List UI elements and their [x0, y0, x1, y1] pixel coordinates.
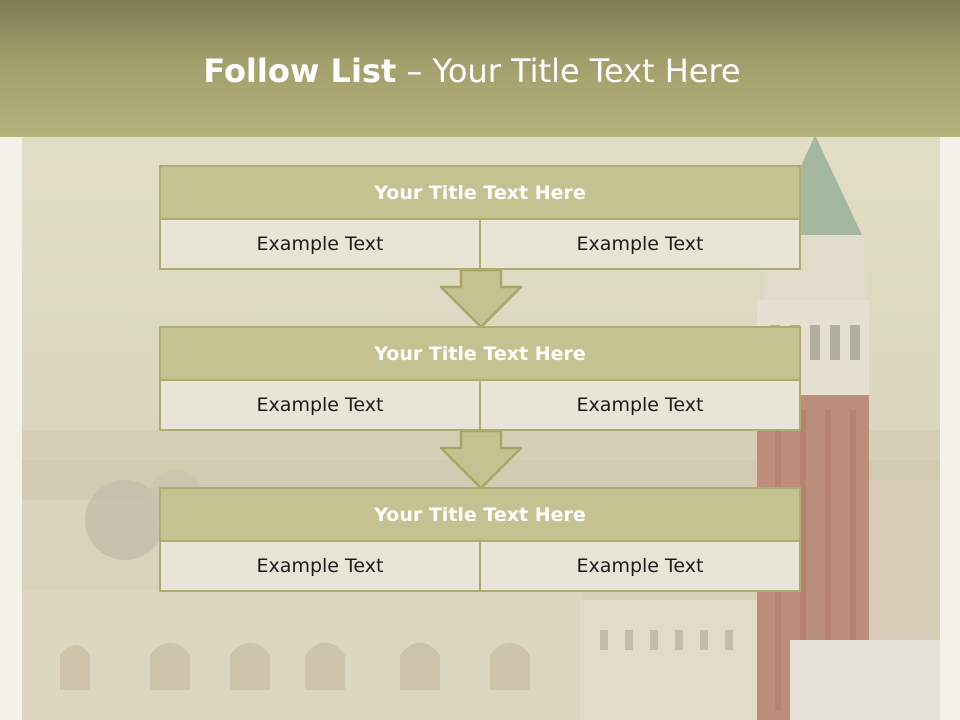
example-text-right[interactable]: Example Text	[481, 220, 801, 270]
title-rest-text: – Your Title Text Here	[396, 52, 741, 90]
page-title[interactable]: Follow List – Your Title Text Here	[0, 52, 944, 90]
block-title[interactable]: Your Title Text Here	[159, 487, 801, 542]
block-row: Example Text Example Text	[159, 220, 801, 270]
example-text-left[interactable]: Example Text	[159, 220, 481, 270]
example-text-left[interactable]: Example Text	[159, 381, 481, 431]
down-arrow-icon	[439, 431, 523, 490]
down-arrow-icon	[439, 270, 523, 329]
example-text-right[interactable]: Example Text	[481, 542, 801, 592]
list-block-3[interactable]: Your Title Text Here Example Text Exampl…	[159, 487, 801, 592]
block-row: Example Text Example Text	[159, 542, 801, 592]
example-text-left[interactable]: Example Text	[159, 542, 481, 592]
example-text-right[interactable]: Example Text	[481, 381, 801, 431]
block-title[interactable]: Your Title Text Here	[159, 326, 801, 381]
list-block-1[interactable]: Your Title Text Here Example Text Exampl…	[159, 165, 801, 270]
block-title[interactable]: Your Title Text Here	[159, 165, 801, 220]
title-bar: Follow List – Your Title Text Here	[0, 0, 960, 137]
list-block-2[interactable]: Your Title Text Here Example Text Exampl…	[159, 326, 801, 431]
title-bold-text: Follow List	[203, 52, 397, 90]
block-row: Example Text Example Text	[159, 381, 801, 431]
